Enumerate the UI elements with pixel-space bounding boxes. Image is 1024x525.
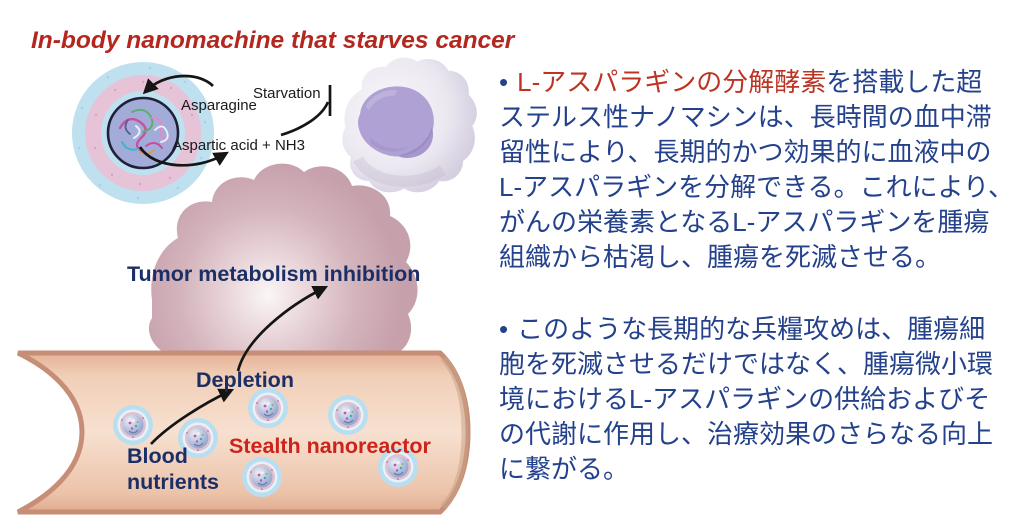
p1-line5: がんの栄養素となるL-アスパラギンを腫瘍: [499, 207, 990, 237]
cycle-arrows: [138, 74, 229, 167]
label-blood: Blood: [127, 444, 188, 468]
bullet-paragraph-1: • L-アスパラギンの分解酵素を搭載した超 ステルス性ナノマシンは、長時間の血中滞…: [499, 65, 1019, 275]
nutrients-arrow: [150, 388, 235, 445]
p2-line2: 胞を死滅させるだけではなく、腫瘍微小環: [499, 349, 994, 379]
tumor-shape: [148, 163, 418, 356]
p1-line4: L-アスパラギンを分解できる。これにより、: [499, 172, 1015, 202]
label-tumor-inhibition: Tumor metabolism inhibition: [127, 262, 420, 286]
starvation-inhibit-line: [280, 85, 332, 137]
page-title: In-body nanomachine that starves cancer: [31, 27, 515, 54]
depletion-arrow: [236, 285, 329, 372]
cancer-cell: [342, 57, 477, 193]
label-stealth-nanoreactor: Stealth nanoreactor: [229, 434, 432, 458]
p1-line2: ステルス性ナノマシンは、長時間の血中滞: [499, 102, 992, 132]
p2-line1: このような長期的な兵糧攻めは、腫瘍細: [517, 314, 986, 344]
p2-line3: 境におけるL-アスパラギンの供給およびそ: [499, 384, 991, 414]
bullet-paragraph-2: •このような長期的な兵糧攻めは、腫瘍細 胞を死滅させるだけではなく、腫瘍微小環 …: [499, 312, 1019, 487]
label-asparagine: Asparagine: [181, 97, 257, 114]
nanoreactor-large: [72, 62, 214, 204]
p2-line5: に繋がる。: [499, 454, 630, 484]
label-starvation: Starvation: [253, 85, 321, 102]
vessel-cap-shade: [440, 355, 469, 510]
label-depletion: Depletion: [196, 368, 294, 392]
description-text: • L-アスパラギンの分解酵素を搭載した超 ステルス性ナノマシンは、長時間の血中滞…: [499, 65, 1019, 487]
p1-line1: を搭載した超: [826, 67, 983, 97]
label-aspartic-acid: Aspartic acid + NH3: [172, 137, 305, 154]
p2-line4: の代謝に作用し、治療効果のさらなる向上: [499, 419, 994, 449]
label-nutrients: nutrients: [127, 470, 219, 494]
bullet-marker: •: [499, 67, 509, 97]
p1-line3: 留性により、長期的かつ効果的に血液中の: [499, 137, 992, 167]
highlight-text: L-アスパラギンの分解酵素: [517, 67, 827, 97]
p1-line6: 組織から枯渇し、腫瘍を死滅させる。: [499, 242, 942, 272]
bullet-marker: •: [499, 314, 509, 344]
